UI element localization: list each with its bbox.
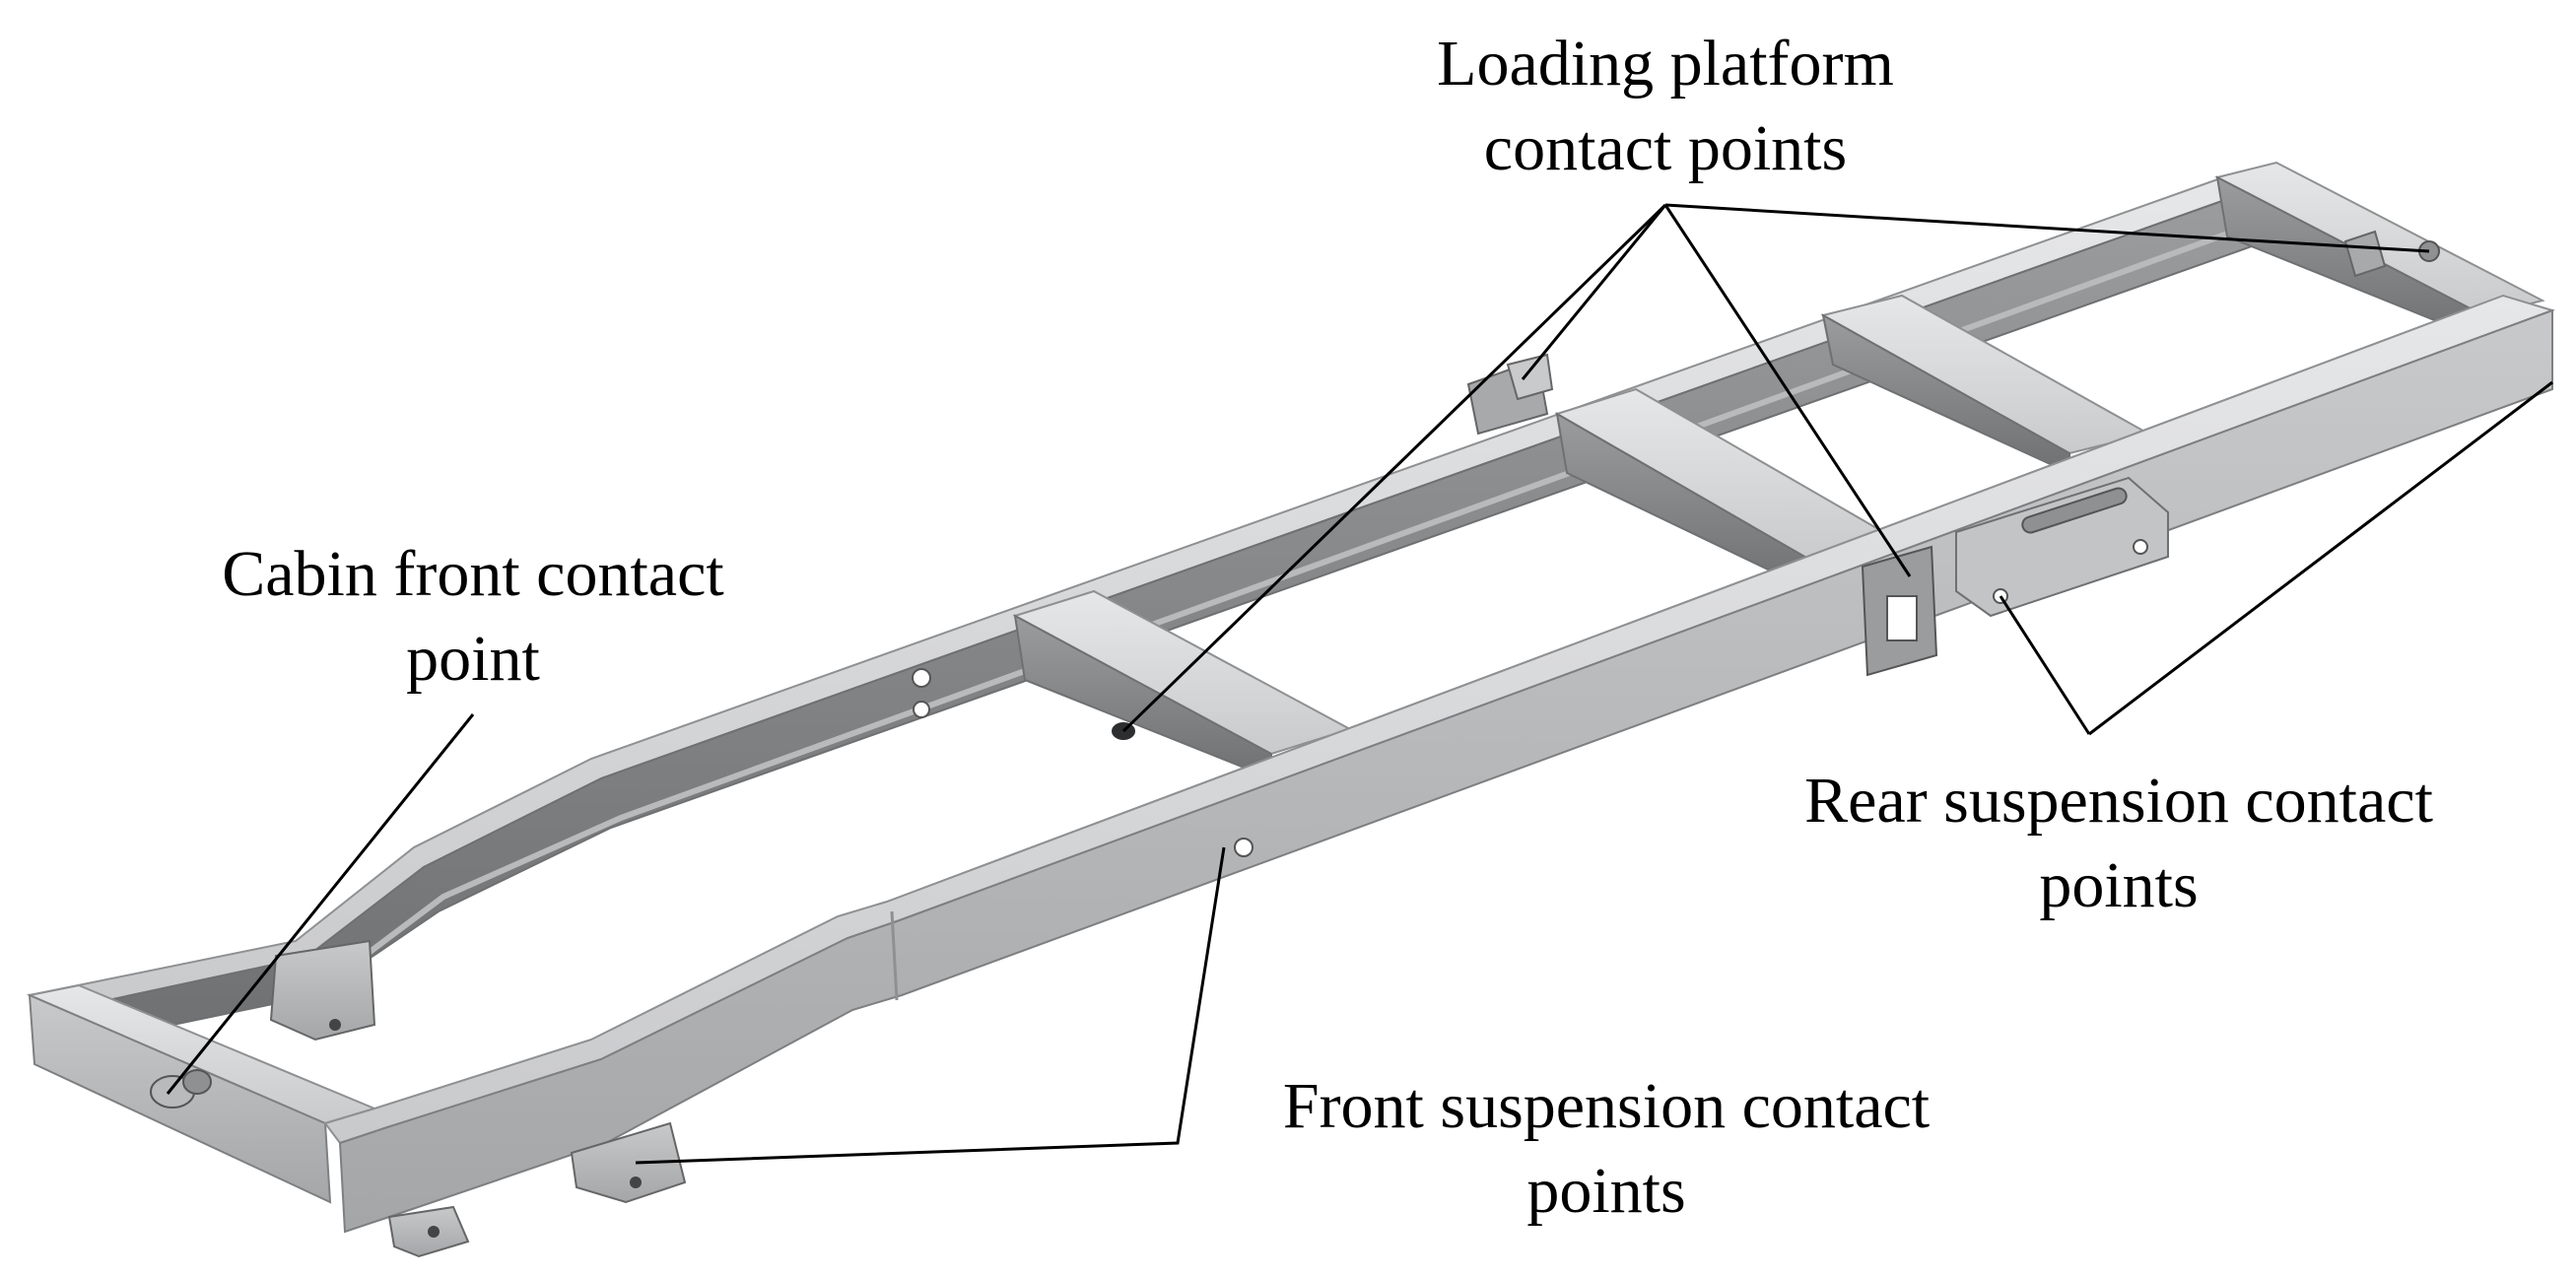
label-front-suspension-line1: Front suspension contact — [1282, 1070, 1931, 1142]
front-suspension-hole — [1234, 838, 1254, 857]
rear-suspension-hole — [2133, 539, 2148, 555]
label-cabin-front-line1: Cabin front contact — [222, 538, 724, 610]
label-front-suspension: Front suspension contact points — [1114, 1064, 2099, 1234]
rear-suspension-plate — [1955, 476, 2169, 618]
cabin-front-pin — [150, 1069, 212, 1109]
far-rail-hole — [912, 668, 931, 688]
label-cabin-front: Cabin front contact point — [79, 532, 867, 702]
label-rear-suspension-line1: Rear suspension contact — [1804, 765, 2433, 837]
leader-rear-1 — [1999, 595, 2091, 735]
label-rear-suspension: Rear suspension contact points — [1675, 759, 2562, 928]
label-cabin-front-line2: point — [406, 623, 540, 695]
leader-front — [635, 846, 1226, 1165]
leader-lines — [166, 203, 2553, 1165]
leader-cabin — [166, 713, 475, 1095]
leader-loading-1 — [1121, 203, 1667, 733]
leader-rear-2 — [2088, 380, 2553, 736]
leader-loading-3 — [1663, 204, 1912, 577]
label-loading-platform: Loading platform contact points — [1222, 22, 2109, 191]
label-rear-suspension-line2: points — [2039, 849, 2199, 921]
label-front-suspension-line2: points — [1526, 1155, 1686, 1227]
front-suspension-brackets — [269, 939, 687, 1258]
leader-loading-4 — [1664, 203, 2430, 253]
far-rail-hole — [913, 701, 930, 718]
leader-loading-2 — [1521, 204, 1667, 380]
near-side-rail — [323, 294, 2556, 1234]
label-loading-platform-line1: Loading platform — [1437, 28, 1894, 100]
label-loading-platform-line2: contact points — [1483, 112, 1848, 184]
